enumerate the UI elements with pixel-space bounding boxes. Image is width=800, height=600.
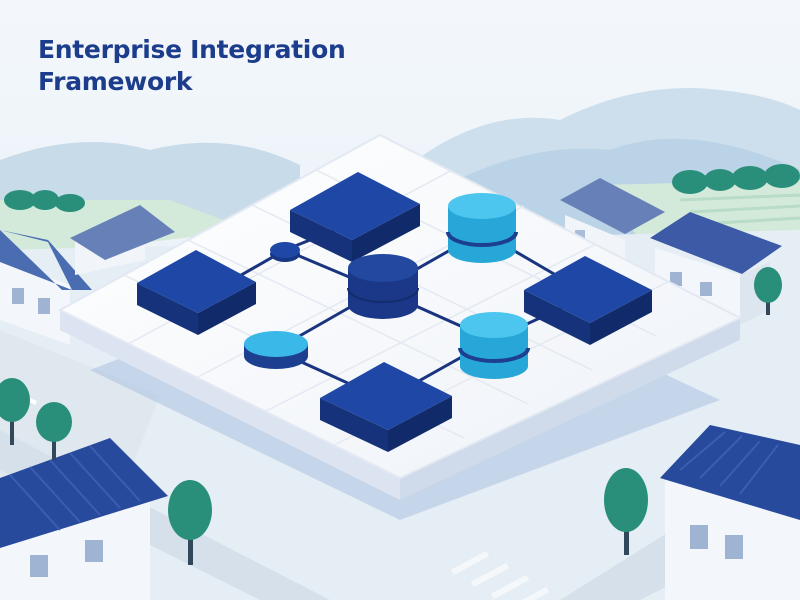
house-bottom-left bbox=[0, 438, 168, 600]
bush bbox=[704, 169, 736, 191]
crosswalk-stripe bbox=[490, 574, 530, 600]
block-right bbox=[524, 256, 652, 345]
tree bbox=[0, 378, 30, 445]
house-window bbox=[30, 555, 48, 577]
house-bottom-right bbox=[660, 425, 800, 600]
tree-crown bbox=[604, 468, 648, 532]
bush bbox=[31, 190, 59, 210]
tree bbox=[36, 402, 72, 460]
tree bbox=[754, 267, 782, 315]
block-top-left bbox=[137, 250, 256, 335]
disc-top bbox=[270, 242, 300, 258]
house-window bbox=[700, 282, 712, 296]
grid-line bbox=[263, 243, 597, 413]
block-side-left bbox=[320, 398, 388, 452]
tree-trunk bbox=[52, 425, 56, 460]
house-back-left bbox=[70, 205, 175, 275]
house-roof bbox=[0, 438, 168, 548]
cylinder-band bbox=[446, 231, 518, 247]
tree-crown bbox=[36, 402, 72, 442]
block-top bbox=[137, 250, 256, 313]
block-side-left bbox=[290, 210, 352, 262]
platform-side bbox=[60, 310, 400, 500]
platform-side-right bbox=[400, 318, 740, 500]
roof-lines bbox=[679, 431, 779, 495]
house-window bbox=[725, 535, 743, 559]
house-window bbox=[690, 525, 708, 549]
block-side-right bbox=[388, 396, 452, 452]
tree-crown bbox=[0, 378, 30, 422]
tree-trunk bbox=[188, 520, 193, 565]
crosswalk-stripe bbox=[510, 586, 550, 600]
house-roof bbox=[660, 425, 800, 520]
tree-trunk bbox=[10, 405, 14, 445]
house-roof bbox=[560, 178, 665, 234]
bush bbox=[732, 166, 768, 190]
tree bbox=[604, 468, 648, 555]
title-line-1: Enterprise Integration bbox=[38, 35, 346, 64]
crosswalk-stripe bbox=[470, 562, 510, 588]
trees bbox=[0, 267, 782, 565]
crosswalk-stripe bbox=[450, 550, 490, 576]
diagram-title: Enterprise Integration Framework bbox=[38, 34, 346, 98]
cylinder-right bbox=[458, 312, 530, 379]
tree-crown bbox=[168, 480, 212, 540]
block-top bbox=[320, 362, 452, 430]
block-side-right bbox=[590, 290, 652, 345]
house-window bbox=[85, 540, 103, 562]
block-top bbox=[290, 172, 420, 240]
cylinder-body bbox=[348, 268, 418, 319]
cylinder-top bbox=[448, 193, 516, 219]
house-wall bbox=[655, 248, 740, 325]
block-side-left bbox=[137, 283, 198, 335]
cylinder-center bbox=[347, 254, 419, 319]
house-left bbox=[0, 230, 92, 345]
house-roof bbox=[0, 230, 92, 290]
roof-lines bbox=[9, 445, 141, 531]
cylinder-top bbox=[460, 312, 528, 338]
tree-trunk bbox=[624, 510, 629, 555]
tree bbox=[168, 480, 212, 565]
cylinder-top-right bbox=[446, 193, 518, 263]
disc-small-top bbox=[270, 242, 300, 262]
houses bbox=[0, 178, 800, 600]
bush bbox=[764, 164, 800, 188]
bush bbox=[4, 190, 36, 210]
tree-crown bbox=[754, 267, 782, 303]
disc-top bbox=[244, 331, 308, 357]
block-top-center bbox=[290, 172, 420, 262]
crosswalk bbox=[450, 550, 550, 600]
bush bbox=[672, 170, 708, 194]
cylinder-body bbox=[460, 325, 528, 379]
cylinder-band bbox=[458, 347, 530, 363]
house-window bbox=[38, 298, 50, 314]
cylinder-band bbox=[347, 287, 419, 303]
house-roof bbox=[650, 212, 782, 274]
grid-line bbox=[187, 239, 529, 405]
tree-rows bbox=[4, 164, 800, 212]
house-window bbox=[12, 288, 24, 304]
block-side-right bbox=[352, 204, 420, 262]
bush bbox=[55, 194, 85, 212]
block-top bbox=[524, 256, 652, 323]
disc-left bbox=[244, 331, 308, 369]
title-line-2: Framework bbox=[38, 67, 193, 96]
house-roof bbox=[70, 205, 175, 260]
block-side-right bbox=[198, 282, 256, 335]
house-window bbox=[670, 272, 682, 286]
cylinder-body bbox=[448, 206, 516, 263]
block-bottom-center bbox=[320, 362, 452, 452]
block-side-left bbox=[524, 290, 590, 345]
cylinder-top bbox=[348, 254, 418, 282]
